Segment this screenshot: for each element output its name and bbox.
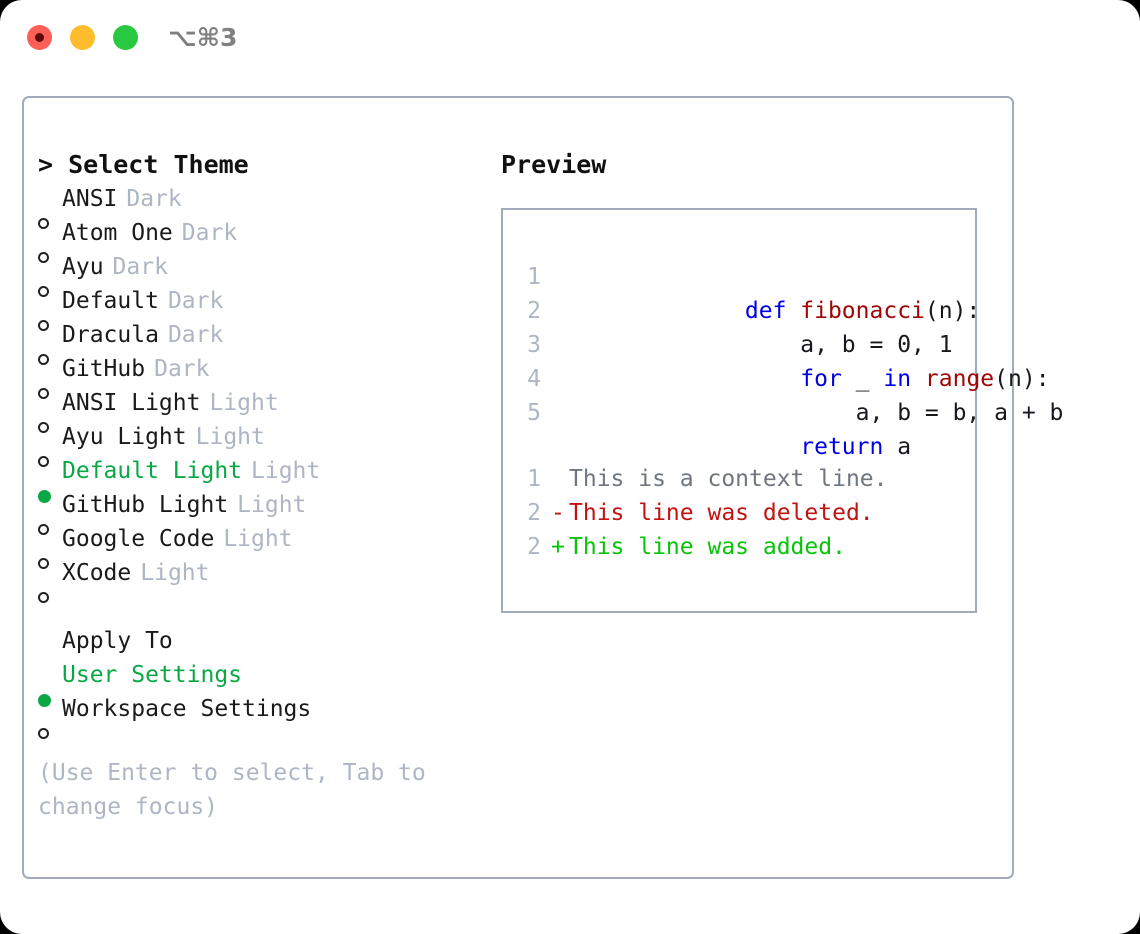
code-token: a bbox=[883, 434, 912, 460]
close-button-icon[interactable] bbox=[27, 25, 52, 50]
theme-picker-column: > Select Theme ANSI Dark Atom One Dark A… bbox=[38, 148, 488, 824]
theme-variant-tag: Dark bbox=[167, 288, 224, 314]
code-token: _ bbox=[841, 366, 884, 392]
keyboard-shortcut-label: ⌥⌘3 bbox=[168, 23, 238, 52]
theme-name: GitHub bbox=[62, 356, 146, 382]
apply-to-label: Workspace Settings bbox=[62, 696, 312, 722]
code-content: def fibonacci(n): bbox=[551, 260, 980, 362]
code-line: 5 return a bbox=[515, 396, 967, 460]
apply-to-label: User Settings bbox=[62, 662, 243, 688]
code-sample: 1 def fibonacci(n): 2 a, b = 0, 1 3 bbox=[515, 260, 1063, 564]
code-content: for _ in range(n): bbox=[551, 328, 1050, 430]
diff-text: This line was deleted. bbox=[569, 500, 874, 526]
apply-to-item-user-settings[interactable]: User Settings bbox=[38, 658, 488, 707]
theme-variant-tag: Light bbox=[223, 526, 293, 552]
theme-list-item[interactable]: GitHub Dark bbox=[38, 352, 488, 399]
diff-sign: + bbox=[551, 534, 565, 560]
theme-list-item[interactable]: ANSI Dark bbox=[38, 182, 488, 229]
line-number: 2 bbox=[527, 534, 541, 560]
code-line: 3 for _ in range(n): bbox=[515, 328, 1049, 392]
line-number: 1 bbox=[527, 264, 541, 290]
apply-to-item-workspace-settings[interactable]: Workspace Settings bbox=[38, 692, 488, 739]
preview-box: 1 def fibonacci(n): 2 a, b = 0, 1 3 bbox=[501, 208, 1063, 613]
code-token bbox=[745, 434, 800, 460]
main-panel: > Select Theme ANSI Dark Atom One Dark A… bbox=[22, 96, 1063, 879]
traffic-light-group bbox=[27, 25, 138, 50]
theme-list-item[interactable]: GitHub Light Light bbox=[38, 488, 488, 535]
theme-name: ANSI bbox=[62, 186, 118, 212]
theme-variant-tag: Dark bbox=[181, 220, 238, 246]
select-theme-prompt: > Select Theme bbox=[38, 150, 249, 179]
theme-list-item[interactable]: Atom One Dark bbox=[38, 216, 488, 263]
theme-list-item[interactable]: Ayu Light Light bbox=[38, 420, 488, 467]
theme-list-item[interactable]: Ayu Dark bbox=[38, 250, 488, 297]
code-token: def bbox=[744, 298, 801, 324]
theme-variant-tag: Dark bbox=[112, 254, 168, 280]
theme-name: Default bbox=[62, 288, 159, 314]
code-content: return a bbox=[551, 396, 911, 498]
code-token: (n): bbox=[994, 366, 1050, 392]
theme-variant-tag: Dark bbox=[167, 322, 224, 348]
diff-line-context: 1 This is a context line. bbox=[515, 462, 967, 496]
theme-list[interactable]: ANSI Dark Atom One Dark Ayu Dark Default bbox=[38, 182, 488, 603]
code-token: in bbox=[883, 366, 912, 392]
theme-list-item[interactable]: Google Code Light bbox=[38, 522, 488, 569]
code-token: a, b = 0, 1 bbox=[744, 332, 953, 358]
code-token: for bbox=[800, 366, 842, 392]
theme-list-item[interactable]: Default Dark bbox=[38, 284, 488, 331]
theme-name: Dracula bbox=[62, 322, 159, 348]
line-number: 5 bbox=[527, 400, 541, 426]
line-number: 1 bbox=[527, 466, 541, 492]
code-token: fibonacci bbox=[800, 298, 925, 324]
diff-text: This line was added. bbox=[569, 534, 846, 560]
apply-to-title: Apply To bbox=[62, 628, 173, 654]
line-number: 3 bbox=[527, 332, 541, 358]
theme-name: Ayu Light bbox=[62, 424, 187, 450]
preview-column: Preview 1 def fibonacci(n): 2 a, b = 0, … bbox=[501, 148, 1063, 613]
theme-variant-tag: Light bbox=[195, 424, 265, 450]
theme-variant-tag: Light bbox=[209, 390, 279, 416]
theme-variant-tag: Light bbox=[237, 492, 307, 518]
theme-name: Ayu bbox=[62, 254, 104, 280]
diff-sample: 1 This is a context line. 2 - This line … bbox=[515, 462, 967, 564]
theme-list-item[interactable]: ANSI Light Light bbox=[38, 386, 488, 433]
theme-variant-tag: Light bbox=[251, 458, 321, 484]
code-line: 2 a, b = 0, 1 bbox=[515, 294, 967, 358]
diff-sign: - bbox=[551, 500, 565, 526]
theme-name: Google Code bbox=[62, 526, 215, 552]
code-content: a, b = 0, 1 bbox=[551, 294, 953, 396]
theme-variant-tag: Light bbox=[140, 560, 210, 586]
theme-name: Default Light bbox=[62, 458, 243, 484]
minimize-button-icon[interactable] bbox=[70, 25, 95, 50]
code-line: 4 a, b = b, a + b bbox=[515, 362, 1063, 426]
theme-name: GitHub Light bbox=[62, 492, 229, 518]
keyboard-hint-text: (Use Enter to select, Tab to change focu… bbox=[38, 760, 440, 820]
diff-line-deleted: 2 - This line was deleted. bbox=[515, 496, 967, 530]
theme-name: ANSI Light bbox=[62, 390, 201, 416]
line-number: 2 bbox=[527, 500, 541, 526]
theme-list-item[interactable]: XCode Light bbox=[38, 556, 488, 603]
line-number: 4 bbox=[527, 366, 541, 392]
apply-to-section: Apply To User Settings Workspace Setting… bbox=[38, 624, 488, 739]
theme-name: Atom One bbox=[62, 220, 173, 246]
theme-name: XCode bbox=[62, 560, 132, 586]
diff-line-added: 2 + This line was added. bbox=[515, 530, 967, 564]
line-number: 2 bbox=[527, 298, 541, 324]
code-token: a, b = b, a + b bbox=[744, 400, 1064, 426]
code-token: (n): bbox=[924, 298, 981, 324]
theme-variant-tag: Dark bbox=[126, 186, 182, 212]
preview-title: Preview bbox=[501, 150, 607, 179]
title-bar: ⌥⌘3 bbox=[0, 0, 1140, 80]
code-token: return bbox=[800, 434, 884, 460]
theme-list-item-selected[interactable]: Default Light Light bbox=[38, 454, 488, 503]
code-token: range bbox=[924, 366, 995, 392]
diff-text: This is a context line. bbox=[569, 466, 888, 492]
code-line: 1 def fibonacci(n): bbox=[515, 260, 980, 324]
diff-sign bbox=[551, 462, 561, 496]
theme-variant-tag: Dark bbox=[154, 356, 210, 382]
code-content: a, b = b, a + b bbox=[551, 362, 1064, 464]
maximize-button-icon[interactable] bbox=[113, 25, 138, 50]
theme-list-item[interactable]: Dracula Dark bbox=[38, 318, 488, 365]
